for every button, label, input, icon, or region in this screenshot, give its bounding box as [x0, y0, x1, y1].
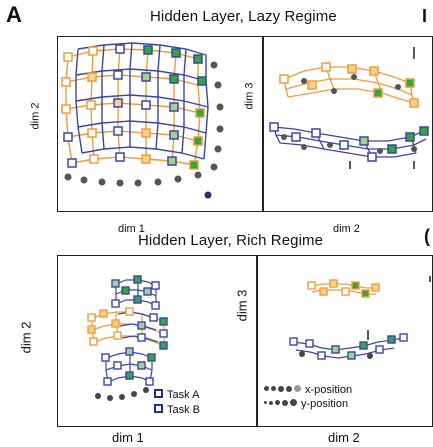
- bottom-left-legend: Task A Task B: [154, 385, 201, 416]
- top-left-plot: [58, 37, 262, 211]
- bottom-left-plot: [58, 256, 256, 426]
- bottom-left-middle-nodes: [87, 307, 168, 350]
- legend-item-x-position: x-position: [264, 380, 353, 396]
- bottom-left-plot-frame: [57, 255, 257, 427]
- x-position-dots: [264, 385, 301, 393]
- top-right-scatter: [269, 47, 429, 169]
- bottom-right-scatter: [289, 276, 431, 360]
- bottom-left-ylabel: dim 2: [18, 321, 34, 354]
- legend-item-y-position: y-position: [264, 394, 352, 410]
- top-row-title: Hidden Layer, Lazy Regime: [150, 8, 337, 25]
- top-right-orange-nodes: [279, 62, 419, 108]
- legend-item-task-a: Task A: [154, 385, 200, 401]
- top-left-scatter: [61, 42, 224, 199]
- bottom-row-title: Hidden Layer, Rich Regime: [138, 232, 324, 249]
- top-left-ylabel: dim 2: [29, 102, 42, 130]
- cut-glyph-bottom: (: [424, 226, 430, 246]
- bottom-right-blue-nodes: [289, 333, 408, 360]
- top-right-plot: [264, 37, 432, 211]
- top-left-circle-markers: [64, 61, 224, 199]
- bottom-left-scatter: [87, 275, 168, 401]
- top-left-xlabel: dim 1: [118, 223, 145, 235]
- task-b-swatch: [154, 404, 163, 414]
- top-right-ylabel: dim 3: [243, 82, 256, 110]
- bottom-right-xlabel: dim 2: [328, 430, 360, 445]
- panel-letter: A: [6, 2, 22, 27]
- legend-task-a-label: Task A: [167, 389, 200, 401]
- bottom-right-ylabel: dim 3: [234, 289, 250, 322]
- legend-x-position-label: x-position: [305, 384, 353, 396]
- top-right-blue-cluster: [273, 126, 427, 158]
- bottom-right-markers: [367, 276, 431, 340]
- top-right-xlabel: dim 2: [333, 223, 360, 235]
- bottom-left-lower-nodes: [95, 347, 156, 401]
- legend-task-b-label: Task B: [167, 404, 201, 416]
- bottom-right-plot: x-position y-position: [258, 256, 432, 426]
- task-a-swatch: [154, 389, 163, 399]
- bottom-right-legend: x-position y-position: [264, 380, 353, 410]
- legend-y-position-label: y-position: [301, 398, 349, 410]
- top-right-blue-nodes: [269, 122, 429, 162]
- top-left-nodes: [61, 44, 207, 170]
- top-left-plot-frame: [57, 36, 263, 212]
- legend-item-task-b: Task B: [154, 400, 201, 416]
- top-left-blue-grid: [75, 42, 209, 160]
- y-position-dots: [264, 399, 297, 407]
- bottom-left-xlabel: dim 1: [112, 430, 144, 445]
- top-right-markers: [349, 47, 415, 169]
- cut-glyph-top: I: [422, 6, 428, 26]
- bottom-right-orange-nodes: [307, 279, 380, 298]
- bottom-left-upper-nodes: [111, 275, 160, 310]
